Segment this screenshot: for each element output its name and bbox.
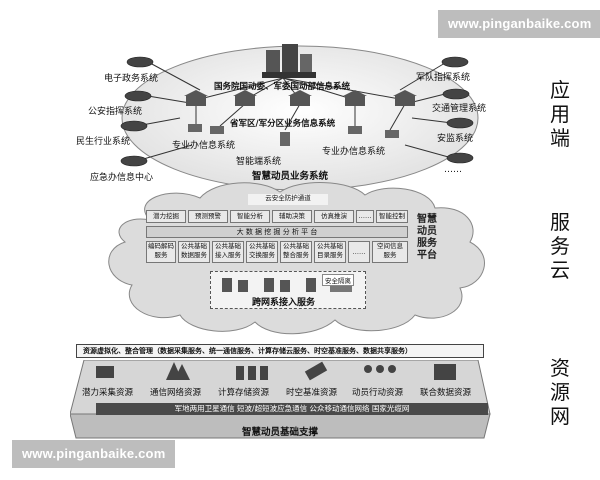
side-label-app: 应用端: [550, 78, 570, 150]
service-box: 公共基础 交换服务: [246, 241, 278, 263]
server-icon: [222, 278, 232, 292]
service-box: 智能控制: [376, 210, 408, 223]
left-node-icon: [120, 120, 148, 132]
right-node-label: 军队指挥系统: [416, 73, 471, 83]
right-office-label: 专业办信息系统: [322, 147, 386, 157]
service-box: 公共基础 接入服务: [212, 241, 244, 263]
service-box: ……: [348, 241, 370, 263]
server-icon: [280, 280, 290, 292]
app-layer-diagram: [120, 44, 479, 191]
terminal-icon: [280, 132, 290, 146]
right-node-label: 安监系统: [437, 134, 474, 144]
watermark-top: www.pinganbaike.com: [438, 10, 600, 38]
resource-label: 计算存储资源: [218, 388, 270, 398]
bigdata-platform-bar: 大 数 据 挖 掘 分 析 平 台: [146, 226, 408, 238]
building-icon: [288, 90, 312, 106]
right-node-icon: [441, 56, 469, 68]
right-node-icon: [442, 88, 470, 100]
right-node-label: ……: [444, 165, 462, 175]
building-icon: [343, 90, 367, 106]
resource-layer-platform: [70, 360, 491, 439]
building-icon: [184, 90, 208, 106]
left-node-label: 民生行业系统: [76, 137, 131, 147]
service-box: 公共基础 整合服务: [280, 241, 312, 263]
office-icon: [348, 126, 362, 134]
security-channel-label: 云安全防护通道: [248, 194, 328, 205]
right-node-label: 交通管理系统: [432, 104, 487, 114]
cross-network-label: 跨网系接入服务: [252, 298, 316, 308]
side-label-resource: 资源网: [550, 356, 570, 428]
left-office-label: 专业办信息系统: [172, 141, 236, 151]
server-icon: [306, 278, 316, 292]
resource-label: 动员行动资源: [352, 388, 404, 398]
people-icon: [364, 365, 396, 373]
office-icon: [188, 124, 202, 132]
office-icon: [210, 126, 224, 134]
left-node-icon: [120, 155, 148, 167]
left-node-label: 电子政务系统: [104, 74, 159, 84]
survey-icon: [96, 366, 114, 378]
left-node-label: 应急办信息中心: [90, 173, 154, 183]
right-node-icon: [446, 117, 474, 129]
resource-label: 潜力采集资源: [82, 388, 134, 398]
service-box: ……: [356, 210, 374, 223]
building-icon: [233, 90, 257, 106]
building-icon: [393, 90, 417, 106]
server-icon: [264, 278, 274, 292]
network-bar: 军地两用卫星通信 短波/超短波应急通信 公众移动通信网络 国家光缆网: [96, 403, 488, 415]
resource-label: 时空基准资源: [286, 388, 338, 398]
terminal-label: 智能端系统: [236, 157, 282, 167]
service-box: 预测预警: [188, 210, 228, 223]
service-box: 公共基础 数据服务: [178, 241, 210, 263]
security-isolation-label: 安全隔离: [322, 274, 354, 286]
server-icon: [238, 280, 248, 292]
database-icon: [434, 364, 456, 380]
satellite-icon: [304, 361, 328, 381]
base-support-label: 智慧动员基础支撑: [242, 427, 319, 438]
service-box: 智能分析: [230, 210, 270, 223]
watermark-bottom: www.pinganbaike.com: [12, 440, 176, 468]
left-node-icon: [126, 56, 154, 68]
service-box: 仿真推演: [314, 210, 354, 223]
side-label-cloud: 服务云: [550, 210, 570, 282]
service-box: 公共基础 目录服务: [314, 241, 346, 263]
resource-management-bar: 资源虚拟化、整合管理（数据采集服务、统一通信服务、计算存储云服务、时空基准服务、…: [76, 344, 484, 358]
service-box: 辅助决策: [272, 210, 312, 223]
business-system-title: 智慧动员业务系统: [252, 171, 329, 182]
service-box: 编码解码 服务: [146, 241, 176, 263]
left-node-icon: [124, 90, 152, 102]
service-box: 空间信息 服务: [372, 241, 408, 263]
national-system-title: 国务院国动委、军委国动部信息系统: [214, 82, 351, 92]
resource-label: 联合数据资源: [420, 388, 472, 398]
provincial-system-title: 省军区/军分区业务信息系统: [230, 119, 336, 129]
office-icon: [385, 130, 399, 138]
left-node-label: 公安指挥系统: [88, 107, 143, 117]
resource-label: 通信网络资源: [150, 388, 202, 398]
service-box: 潜力挖掘: [146, 210, 186, 223]
central-building-icon: [262, 44, 316, 78]
smart-platform-label: 智慧动员 服务平台: [417, 214, 437, 261]
right-node-icon: [446, 152, 474, 164]
storage-icon: [236, 366, 268, 380]
tower-icon: [166, 362, 190, 380]
